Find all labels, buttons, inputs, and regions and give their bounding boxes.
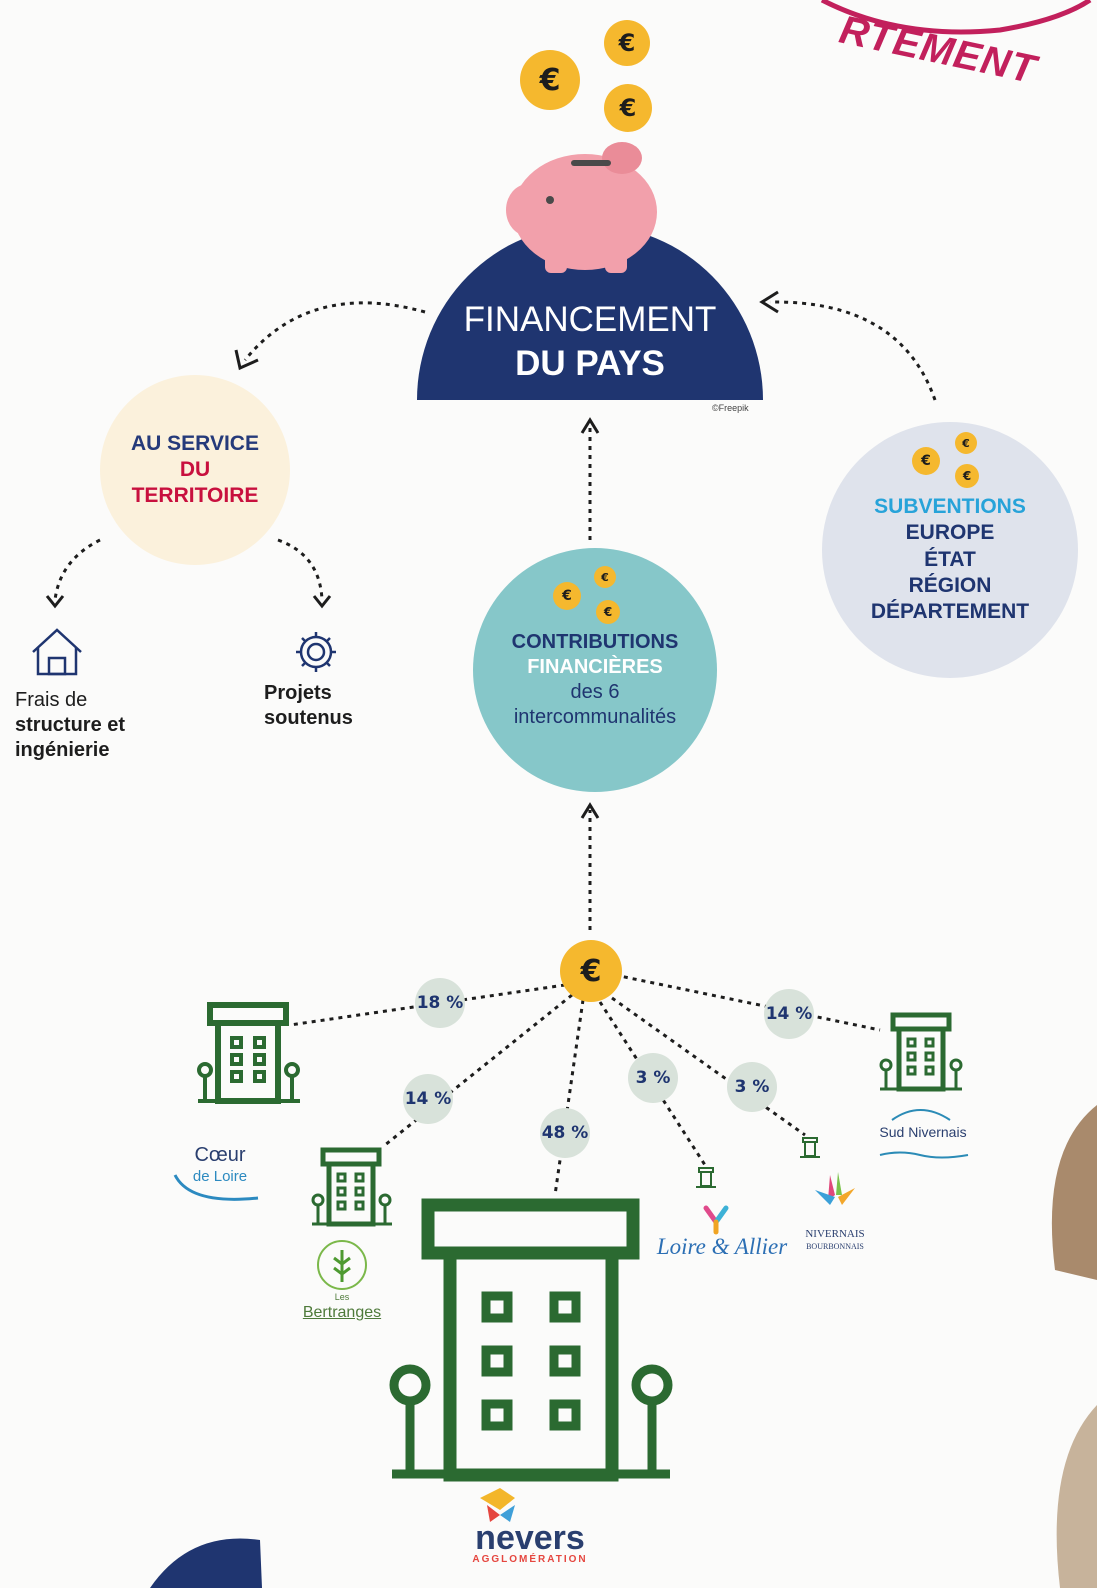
percent-badge-coeur: 18 % <box>415 978 465 1028</box>
photo-fragment-right-2 <box>1056 1405 1097 1588</box>
financement-title: FINANCEMENT DU PAYS <box>417 298 763 386</box>
nivernais-bourbonnais-logo: NIVERNAIS BOURBONNAIS <box>795 1228 875 1252</box>
coin-icon: € <box>596 600 620 624</box>
arrow-service-right <box>277 538 324 601</box>
coeur-logo-line1: Cœur <box>194 1144 246 1166</box>
arrowhead-contrib <box>580 417 600 434</box>
projets-line2: soutenus <box>264 707 353 729</box>
loire-allier-logo-icon <box>703 1205 729 1235</box>
spoke-nivernais <box>611 996 806 1137</box>
service-line1: AU SERVICE <box>131 431 259 455</box>
projets-label: Projets soutenus <box>264 681 353 731</box>
nivernais-logo-line1: NIVERNAIS <box>805 1228 865 1240</box>
building-loire-icon <box>696 1167 716 1188</box>
coin-icon: € <box>520 50 580 110</box>
nivernais-logo-line2: BOURBONNAIS <box>806 1241 864 1251</box>
arrowhead-frais <box>45 595 65 609</box>
service-line2: DU <box>179 457 211 481</box>
sud-nivernais-wave <box>879 1151 969 1159</box>
subventions-line1: SUBVENTIONS <box>874 495 1026 518</box>
subventions-line5: DÉPARTEMENT <box>870 600 1030 623</box>
coeur-logo-swoosh <box>173 1174 259 1201</box>
stamp-badge <box>820 0 1092 35</box>
frais-label: Frais de structure et ingénierie <box>15 688 125 763</box>
coin-icon: € <box>955 464 979 488</box>
nevers-agglomeration-logo: nevers AGGLOMÉRATION <box>460 1519 600 1567</box>
gear-icon <box>296 632 336 672</box>
decor-blob-bottom-left <box>150 1538 262 1588</box>
projets-line1: Projets <box>264 682 332 704</box>
contributions-label: CONTRIBUTIONS FINANCIÈRES des 6 intercom… <box>473 630 717 730</box>
service-label: AU SERVICE DU TERRITOIRE <box>100 375 290 565</box>
bertranges-logo: Les Bertranges <box>297 1292 387 1323</box>
coin-icon: € <box>604 20 650 66</box>
subventions-line3: ÉTAT <box>924 547 976 571</box>
subventions-line4: RÉGION <box>908 573 992 597</box>
bertranges-logo-line2: Bertranges <box>302 1304 382 1322</box>
contributions-line4: intercommunalités <box>513 706 677 728</box>
percent-badge-loire: 3 % <box>628 1053 678 1103</box>
percent-badge-bertranges: 14 % <box>403 1074 453 1124</box>
arrowhead-service <box>234 349 259 371</box>
nevers-logo-line1: nevers <box>475 1519 585 1557</box>
house-icon <box>32 628 82 676</box>
service-line3: TERRITOIRE <box>131 484 259 508</box>
arrowhead-financement-right <box>759 290 779 314</box>
coin-icon: € <box>553 582 581 610</box>
subventions-circle <box>822 422 1078 678</box>
percent-badge-sud: 14 % <box>764 989 814 1039</box>
arrowhead-hub <box>580 802 600 819</box>
bertranges-logo-line1: Les <box>334 1292 350 1302</box>
piggy-bank-icon <box>506 142 657 273</box>
arrow-service-left <box>53 538 101 601</box>
nevers-logo-icon <box>480 1488 515 1522</box>
building-nevers-icon <box>389 1198 673 1482</box>
nevers-logo-line2: AGGLOMÉRATION <box>472 1554 588 1565</box>
nivernais-logo-icon <box>815 1172 855 1205</box>
frais-line3: ingénierie <box>15 739 110 761</box>
spoke-nevers <box>553 999 585 1196</box>
sud-nivernais-logo: Sud Nivernais <box>879 1124 967 1140</box>
building-coeur-icon <box>197 1002 300 1104</box>
building-bertranges-icon <box>311 1147 392 1227</box>
bertranges-leaf-icon <box>317 1240 367 1290</box>
contributions-line1: CONTRIBUTIONS <box>511 631 679 653</box>
coin-icon: € <box>955 432 977 454</box>
subventions-line2: EUROPE <box>905 521 995 545</box>
photo-fragment-right-1 <box>1051 1105 1097 1280</box>
loire-allier-logo: Loire & Allier <box>656 1234 788 1259</box>
percent-badge-nevers: 48 % <box>540 1108 590 1158</box>
contributions-circle <box>473 548 717 792</box>
building-sud-icon <box>879 1012 963 1092</box>
coin-icon: € <box>604 84 652 132</box>
coin-icon: € <box>912 447 940 475</box>
spoke-sud <box>614 973 881 1032</box>
financement-title-line2: DU PAYS <box>515 343 665 383</box>
coeur-logo-line2: de Loire <box>192 1168 248 1185</box>
arrowhead-projets <box>312 595 332 609</box>
arrow-from-subventions <box>769 300 937 401</box>
frais-line1: Frais de <box>15 689 88 711</box>
hub-coin-icon: € <box>560 940 622 1002</box>
financement-dome <box>417 225 763 400</box>
contributions-line2: FINANCIÈRES <box>527 656 663 678</box>
subventions-label: SUBVENTIONS EUROPE ÉTAT RÉGION DÉPARTEME… <box>835 494 1065 625</box>
financement-title-line1: FINANCEMENT <box>463 300 717 339</box>
coin-icon: € <box>594 566 616 588</box>
arrow-to-service <box>243 301 426 361</box>
coeur-de-loire-logo: Cœur de Loire <box>180 1143 260 1187</box>
service-circle <box>100 375 290 565</box>
freepik-credit: ©Freepik <box>712 403 749 413</box>
contributions-line3: des 6 <box>570 681 620 703</box>
frais-line2: structure et <box>15 714 126 736</box>
building-nivernais-icon <box>800 1137 820 1158</box>
percent-badge-nivernais: 3 % <box>727 1062 777 1112</box>
